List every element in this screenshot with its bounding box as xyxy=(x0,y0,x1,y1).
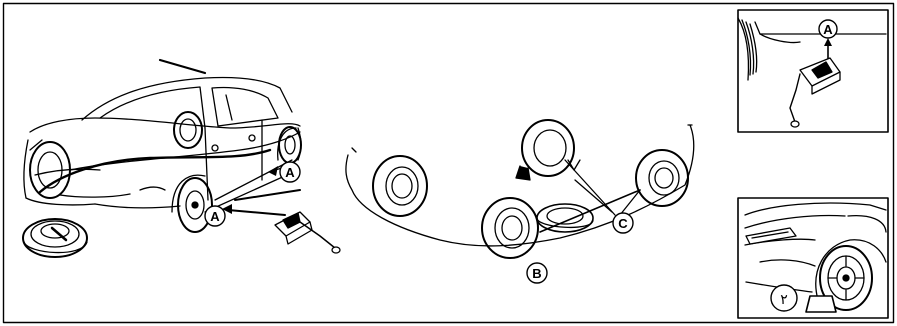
inset-step-label: ٢ xyxy=(780,291,788,307)
callout-c: C xyxy=(613,213,633,233)
inset-jack-point xyxy=(738,10,888,132)
callout-a-upper: A xyxy=(280,162,300,182)
inset-wheel-chock xyxy=(738,198,888,318)
outer-border xyxy=(4,4,894,323)
inset-callout-a: A xyxy=(819,20,837,38)
inset-callout-a-label: A xyxy=(823,22,833,37)
callout-b: B xyxy=(527,263,547,283)
trunk-illustration xyxy=(346,120,694,258)
callout-b-label: B xyxy=(532,266,541,281)
inset-step-callout: ٢ xyxy=(771,285,797,311)
spare-tire-icon xyxy=(23,219,87,257)
callout-c-label: C xyxy=(618,216,628,231)
callout-a-lower-label: A xyxy=(210,209,220,224)
car-illustration xyxy=(23,60,340,257)
jack-icon xyxy=(275,212,340,253)
callout-a-upper-label: A xyxy=(285,165,295,180)
callout-a-lower: A xyxy=(205,206,225,226)
